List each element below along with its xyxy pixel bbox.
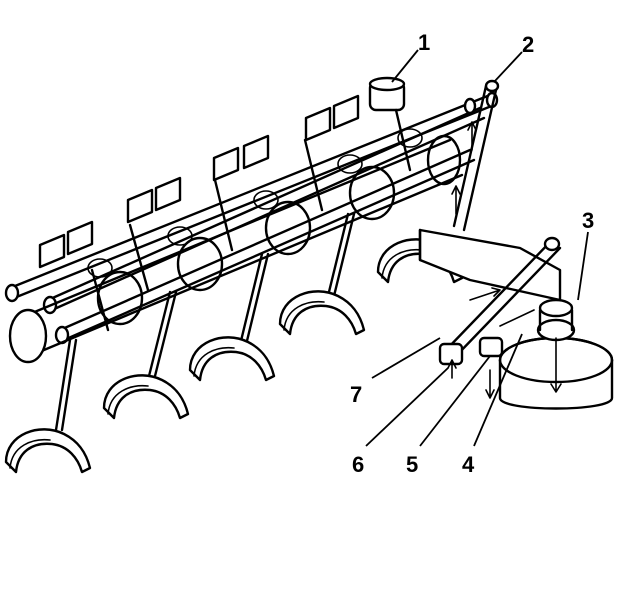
callout-3: 3 bbox=[582, 208, 594, 233]
callout-labels: 1 2 3 4 5 6 7 bbox=[350, 30, 594, 477]
callout-4: 4 bbox=[462, 452, 475, 477]
cross-pipes bbox=[90, 108, 412, 332]
leader-lines bbox=[365, 49, 589, 447]
oil-gallery-rails bbox=[4, 91, 499, 345]
lifter-row bbox=[38, 76, 406, 269]
callout-6: 6 bbox=[352, 452, 364, 477]
callout-5: 5 bbox=[406, 452, 418, 477]
vertical-feed-pipe bbox=[451, 79, 500, 232]
bearing-feed-pipes bbox=[54, 212, 356, 432]
crank-tube bbox=[8, 128, 464, 364]
oil-pump-assembly bbox=[418, 228, 614, 410]
callout-7: 7 bbox=[350, 382, 362, 407]
callout-2: 2 bbox=[522, 32, 534, 57]
callout-1: 1 bbox=[418, 30, 430, 55]
